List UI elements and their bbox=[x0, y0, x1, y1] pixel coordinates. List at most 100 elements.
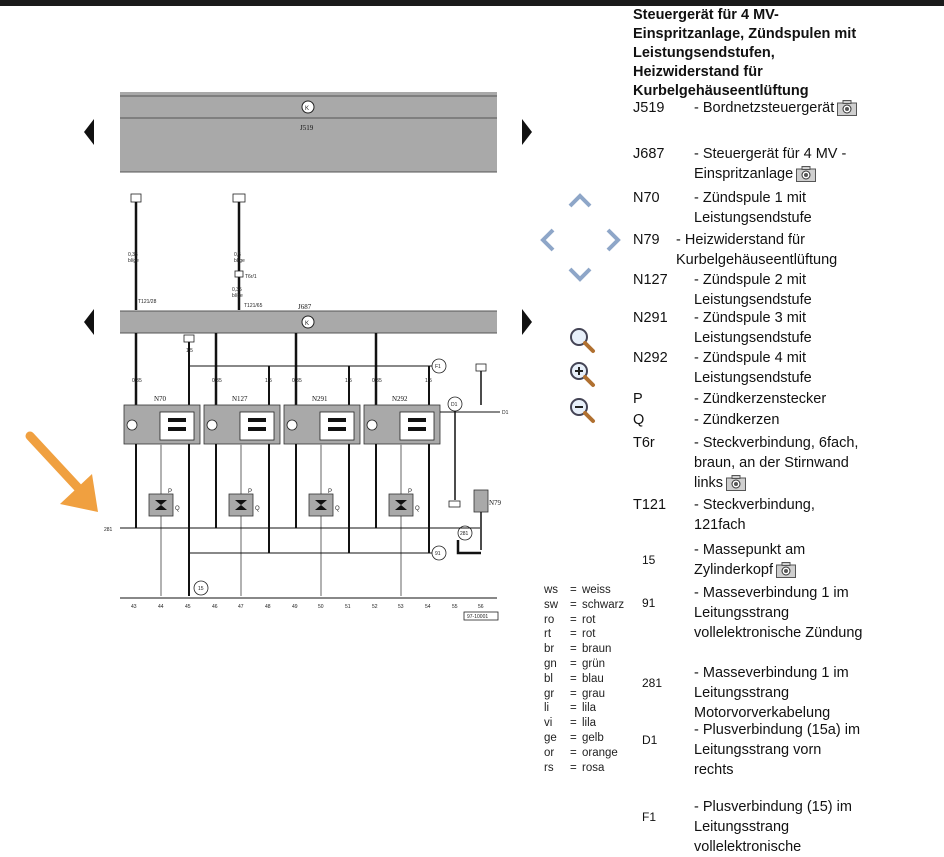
abbreviation-row: ge=gelb bbox=[544, 731, 644, 746]
legend-dash: - bbox=[694, 497, 703, 513]
abbreviation-row: gr=grau bbox=[544, 687, 644, 702]
ruler-num: 49 bbox=[292, 604, 298, 610]
legend-code: N79 bbox=[633, 232, 660, 248]
legend-description: - Zündkerzenstecker bbox=[694, 389, 864, 409]
right-chevron-icon[interactable] bbox=[605, 227, 621, 253]
svg-text:0,35: 0,35 bbox=[212, 378, 222, 384]
camera-icon[interactable] bbox=[796, 166, 817, 183]
abbreviation-row: li=lila bbox=[544, 701, 644, 716]
legend-code: N70 bbox=[633, 190, 660, 206]
svg-text:1,5: 1,5 bbox=[265, 378, 272, 384]
svg-text:0,35: 0,35 bbox=[372, 378, 382, 384]
legend-dash: - bbox=[694, 435, 703, 451]
ruler-num: 47 bbox=[238, 604, 244, 610]
coil-blocks: N70 N127 N291 N292 bbox=[123, 395, 441, 445]
abbreviation-row: ro=rot bbox=[544, 613, 644, 628]
legend-text: Masseverbindung 1 im Leitungsstrang Moto… bbox=[694, 665, 849, 721]
camera-icon[interactable] bbox=[726, 475, 747, 492]
abbreviation-word: rot bbox=[582, 628, 596, 641]
legend-dash: - bbox=[694, 100, 703, 116]
abbreviation-code: br bbox=[544, 643, 555, 656]
left-chevron-icon[interactable] bbox=[540, 227, 556, 253]
abbreviation-equals: = bbox=[570, 732, 577, 744]
up-chevron-icon[interactable] bbox=[567, 193, 593, 209]
svg-text:0,35: 0,35 bbox=[128, 252, 138, 258]
legend-description: - Zündspule 4 mit Leistungsendstufe bbox=[694, 348, 844, 388]
abbreviation-equals: = bbox=[570, 746, 577, 759]
abbreviation-equals: = bbox=[570, 687, 577, 700]
legend-description: - Plusverbindung (15) im Leitungsstrang … bbox=[694, 797, 864, 857]
legend-text: Zündspule 4 mit Leistungsendstufe bbox=[694, 350, 812, 386]
legend-code: F1 bbox=[642, 810, 657, 824]
legend-code: N292 bbox=[633, 350, 668, 366]
legend-dash: - bbox=[694, 310, 703, 326]
legend-dash: - bbox=[694, 350, 703, 366]
abbreviation-code: or bbox=[544, 746, 555, 759]
legend-description: - Steckverbindung, 6fach, braun, an der … bbox=[694, 433, 864, 493]
legend-code: J687 bbox=[633, 146, 665, 162]
ruler-num: 45 bbox=[185, 604, 191, 610]
abbreviation-code: ws bbox=[544, 584, 559, 596]
svg-text:0,5: 0,5 bbox=[234, 252, 241, 258]
zoom-in-icon[interactable] bbox=[568, 360, 596, 388]
legend-dash: - bbox=[694, 542, 703, 558]
abbreviation-row: vi=lila bbox=[544, 716, 644, 731]
q-label-1: Q bbox=[175, 506, 180, 512]
ground-15-label: 15 bbox=[198, 586, 204, 592]
ruler-num: 48 bbox=[265, 604, 271, 610]
legend-title: Steuergerät für 4 MV-Einspritzanlage, Zü… bbox=[633, 7, 857, 99]
zoom-out-icon[interactable] bbox=[568, 396, 596, 424]
abbreviation-word: rot bbox=[582, 613, 596, 626]
j519-label: J519 bbox=[300, 124, 314, 132]
legend-text: Massepunkt am Zylinderkopf bbox=[694, 542, 806, 578]
ground-bars: 91 281 15 bbox=[104, 527, 480, 596]
p-label-3: P bbox=[328, 489, 332, 495]
legend-code: 281 bbox=[642, 676, 663, 690]
bottom-ruler: 97-10001 43 44 45 46 47 48 49 50 51 52 5… bbox=[120, 597, 499, 621]
legend-description: - Steuergerät für 4 MV -Einspritzanlage bbox=[694, 144, 864, 184]
down-chevron-icon[interactable] bbox=[567, 266, 593, 282]
q-label-2: Q bbox=[255, 506, 260, 512]
camera-icon[interactable] bbox=[775, 562, 796, 579]
abbreviation-code: bl bbox=[544, 672, 553, 685]
right-arrow-icon[interactable] bbox=[522, 119, 532, 145]
abbreviation-code: vi bbox=[544, 717, 553, 730]
ruler-num: 56 bbox=[478, 604, 484, 610]
magnifier-icon[interactable] bbox=[568, 326, 596, 354]
d1-label: D1 bbox=[451, 402, 458, 408]
left-arrow-icon[interactable] bbox=[84, 309, 94, 335]
legend-code: 91 bbox=[642, 596, 656, 610]
ruler-num: 55 bbox=[452, 604, 458, 610]
abbreviation-equals: = bbox=[570, 672, 577, 685]
right-arrow-icon[interactable] bbox=[522, 309, 532, 335]
abbreviation-row: bl=blau bbox=[544, 672, 644, 687]
camera-icon[interactable] bbox=[837, 100, 858, 117]
legend-code: T6r bbox=[633, 435, 655, 451]
legend-code: N291 bbox=[633, 310, 668, 326]
q-label-4: Q bbox=[415, 506, 420, 512]
spark-plugs: P Q P Q P Q P Q bbox=[135, 444, 430, 596]
legend-text: Zündkerzenstecker bbox=[702, 391, 827, 407]
abbreviation-code: sw bbox=[544, 598, 559, 611]
ruler-num: 43 bbox=[131, 604, 137, 610]
legend-dash: - bbox=[694, 190, 703, 206]
svg-text:D1: D1 bbox=[502, 410, 509, 416]
legend-description: - Masseverbindung 1 im Leitungsstrang vo… bbox=[694, 583, 864, 643]
svg-text:0,35: 0,35 bbox=[132, 378, 142, 384]
abbreviation-code: gn bbox=[544, 658, 557, 670]
abbreviation-equals: = bbox=[570, 643, 577, 656]
coil-feed-wires: F1 0,35 0,35 0,35 0,35 1,5 1,5 1,5 1,5 bbox=[132, 333, 487, 405]
legend-text: Bordnetzsteuergerät bbox=[702, 100, 835, 116]
abbreviation-equals: = bbox=[570, 598, 577, 611]
legend-text: Zündspule 3 mit Leistungsendstufe bbox=[694, 310, 812, 346]
ruler-num: 52 bbox=[372, 604, 378, 610]
abbreviation-code: rs bbox=[544, 761, 554, 774]
abbreviation-word: gelb bbox=[582, 732, 604, 744]
legend-description: - Steckverbindung, 121fach bbox=[694, 495, 864, 535]
legend-description: - Zündspule 1 mit Leistungsendstufe bbox=[694, 188, 844, 228]
abbreviation-word: grau bbox=[582, 687, 606, 700]
left-arrow-icon[interactable] bbox=[84, 119, 94, 145]
legend-code: 15 bbox=[642, 553, 656, 567]
legend-description: - Zündkerzen bbox=[694, 410, 864, 430]
abbreviation-equals: = bbox=[570, 717, 577, 730]
